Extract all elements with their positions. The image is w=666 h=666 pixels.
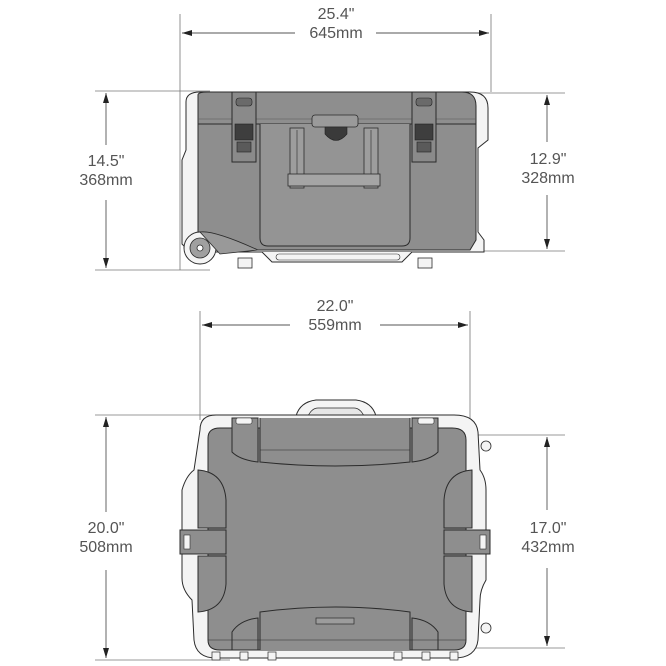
top-body-depth-metric: 432mm	[521, 539, 575, 556]
top-width-imperial: 22.0"	[316, 298, 354, 315]
front-height-metric: 368mm	[79, 172, 133, 189]
front-body-height-imperial: 12.9"	[529, 151, 567, 168]
top-width-label: 22.0" 559mm	[292, 297, 378, 335]
front-width-label: 25.4" 645mm	[296, 5, 376, 43]
top-body-depth-label: 17.0" 432mm	[510, 519, 586, 557]
top-depth-label: 20.0" 508mm	[68, 519, 144, 557]
top-depth-metric: 508mm	[79, 539, 133, 556]
front-width-imperial: 25.4"	[317, 6, 355, 23]
top-view-case	[95, 311, 565, 661]
front-body-height-label: 12.9" 328mm	[510, 150, 586, 188]
top-width-metric: 559mm	[308, 317, 362, 334]
top-body-depth-imperial: 17.0"	[529, 520, 567, 537]
front-body-height-metric: 328mm	[521, 170, 575, 187]
front-view-case	[95, 14, 565, 271]
front-width-metric: 645mm	[309, 25, 363, 42]
top-depth-imperial: 20.0"	[87, 520, 125, 537]
front-height-imperial: 14.5"	[87, 153, 125, 170]
front-height-label: 14.5" 368mm	[68, 152, 144, 190]
